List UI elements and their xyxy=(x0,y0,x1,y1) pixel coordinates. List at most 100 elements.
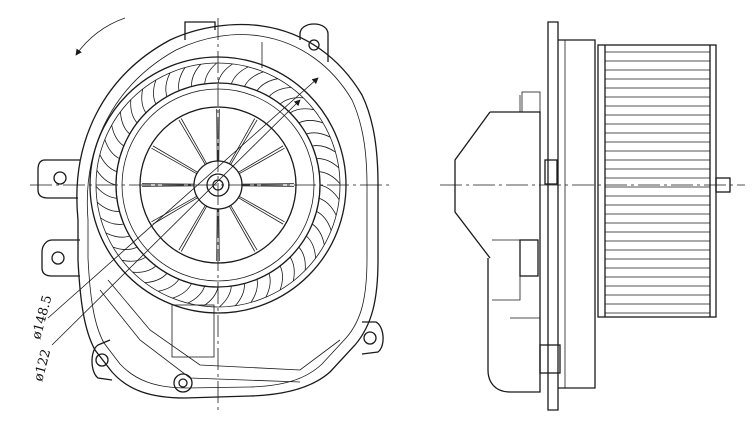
mount-plate xyxy=(547,21,559,411)
dimension-label-outer: ø148.5 xyxy=(29,294,55,341)
hub-spoke xyxy=(180,206,208,252)
left-mount-tab-upper xyxy=(37,159,80,199)
housing-inner-line xyxy=(86,34,368,389)
impeller-blade xyxy=(312,145,336,153)
impeller-blade xyxy=(289,108,315,114)
impeller-blade xyxy=(306,235,316,259)
hub-spoke xyxy=(238,145,284,173)
dimension-label-inner: ø122 xyxy=(31,348,54,383)
motor-cap xyxy=(521,91,541,113)
hub-spoke xyxy=(230,119,258,165)
impeller-blade xyxy=(105,232,130,238)
motor-connector xyxy=(510,317,541,330)
impeller-blade xyxy=(121,256,147,262)
impeller-slats xyxy=(605,51,710,314)
impeller-blade xyxy=(187,285,206,304)
impeller-blade xyxy=(99,154,118,173)
impeller-blade xyxy=(104,139,120,159)
hub-spoke xyxy=(151,195,197,223)
hub-spoke xyxy=(241,183,295,185)
hub-spoke xyxy=(239,147,285,175)
impeller-blade xyxy=(158,278,180,292)
impeller-blade xyxy=(130,99,138,124)
dimension-leader-122 xyxy=(51,99,301,346)
hub-spoke xyxy=(238,197,284,225)
housing-outline xyxy=(76,23,379,399)
impeller-drum xyxy=(597,44,717,318)
mount-hole xyxy=(53,171,67,185)
impeller-blade xyxy=(268,87,292,97)
rotation-arrow xyxy=(75,17,126,56)
outlet-channel xyxy=(99,289,301,383)
hub-spoke xyxy=(151,147,197,175)
impeller-blade xyxy=(298,246,306,271)
hub-spoke xyxy=(230,205,258,251)
hub-spoke xyxy=(216,108,218,162)
impeller-blade xyxy=(311,223,325,245)
hub-spoke xyxy=(141,185,195,187)
bottom-boss-inner xyxy=(178,378,188,388)
bottom-right-ear xyxy=(361,321,384,355)
impeller-blade xyxy=(319,171,341,184)
impeller-blade xyxy=(120,111,130,135)
hub-spokes xyxy=(141,108,295,262)
impeller-blade xyxy=(219,286,232,308)
impeller-blade xyxy=(204,62,217,84)
mount-hole xyxy=(95,353,109,367)
front-view: ø148.5 ø122 xyxy=(29,17,390,412)
impeller-blade xyxy=(172,283,192,299)
impeller-blade xyxy=(153,79,157,105)
impeller-blade xyxy=(132,265,157,273)
impeller-blade xyxy=(306,132,331,138)
top-flange xyxy=(184,21,216,40)
impeller-blade xyxy=(234,283,245,307)
impeller-blade xyxy=(316,158,340,169)
mount-clip xyxy=(539,344,561,374)
impeller-blade xyxy=(250,279,258,303)
impeller-blade xyxy=(298,120,324,124)
impeller-blade xyxy=(279,265,283,291)
impeller-blade xyxy=(144,273,168,283)
impeller-blade xyxy=(96,201,120,212)
bottom-left-ear xyxy=(91,339,113,381)
impeller-blades xyxy=(95,62,341,308)
impeller-blade xyxy=(256,78,278,92)
impeller-blade xyxy=(289,256,295,282)
impeller-blade xyxy=(178,67,186,91)
impeller-blade xyxy=(95,186,117,199)
impeller-blade xyxy=(96,170,117,186)
hub-spoke xyxy=(180,118,208,164)
mount-clip xyxy=(519,239,539,277)
outlet-box xyxy=(171,304,215,358)
motor-body xyxy=(487,111,541,393)
impeller-blade xyxy=(318,197,337,216)
mount-hole xyxy=(51,251,65,265)
hub-spoke xyxy=(228,118,256,164)
bottom-boss xyxy=(173,373,193,393)
mount-clip xyxy=(544,159,558,185)
hub-spoke xyxy=(216,208,218,262)
top-right-ear xyxy=(299,23,329,62)
left-mount-tab-lower xyxy=(41,239,80,277)
hub-spoke xyxy=(239,195,285,223)
dimension-leader-148 xyxy=(47,77,319,319)
outlet-channel xyxy=(107,279,341,371)
impeller-blade xyxy=(203,286,219,307)
hub-spoke xyxy=(152,145,198,173)
hub-spoke xyxy=(141,183,195,185)
impeller-blade xyxy=(265,273,271,298)
impeller-blade xyxy=(217,63,233,84)
impeller-blade xyxy=(244,71,264,87)
mount-hole xyxy=(363,331,377,345)
hub-spoke xyxy=(228,206,256,252)
hub-spoke xyxy=(218,108,220,162)
impeller-blade xyxy=(319,184,340,200)
hub-spoke xyxy=(152,197,198,225)
impeller-blade xyxy=(279,97,304,105)
motor-cone xyxy=(454,111,491,259)
hub-spoke xyxy=(241,185,295,187)
impeller-blade xyxy=(141,88,147,114)
impeller-blade xyxy=(100,217,124,225)
side-view xyxy=(440,21,745,411)
